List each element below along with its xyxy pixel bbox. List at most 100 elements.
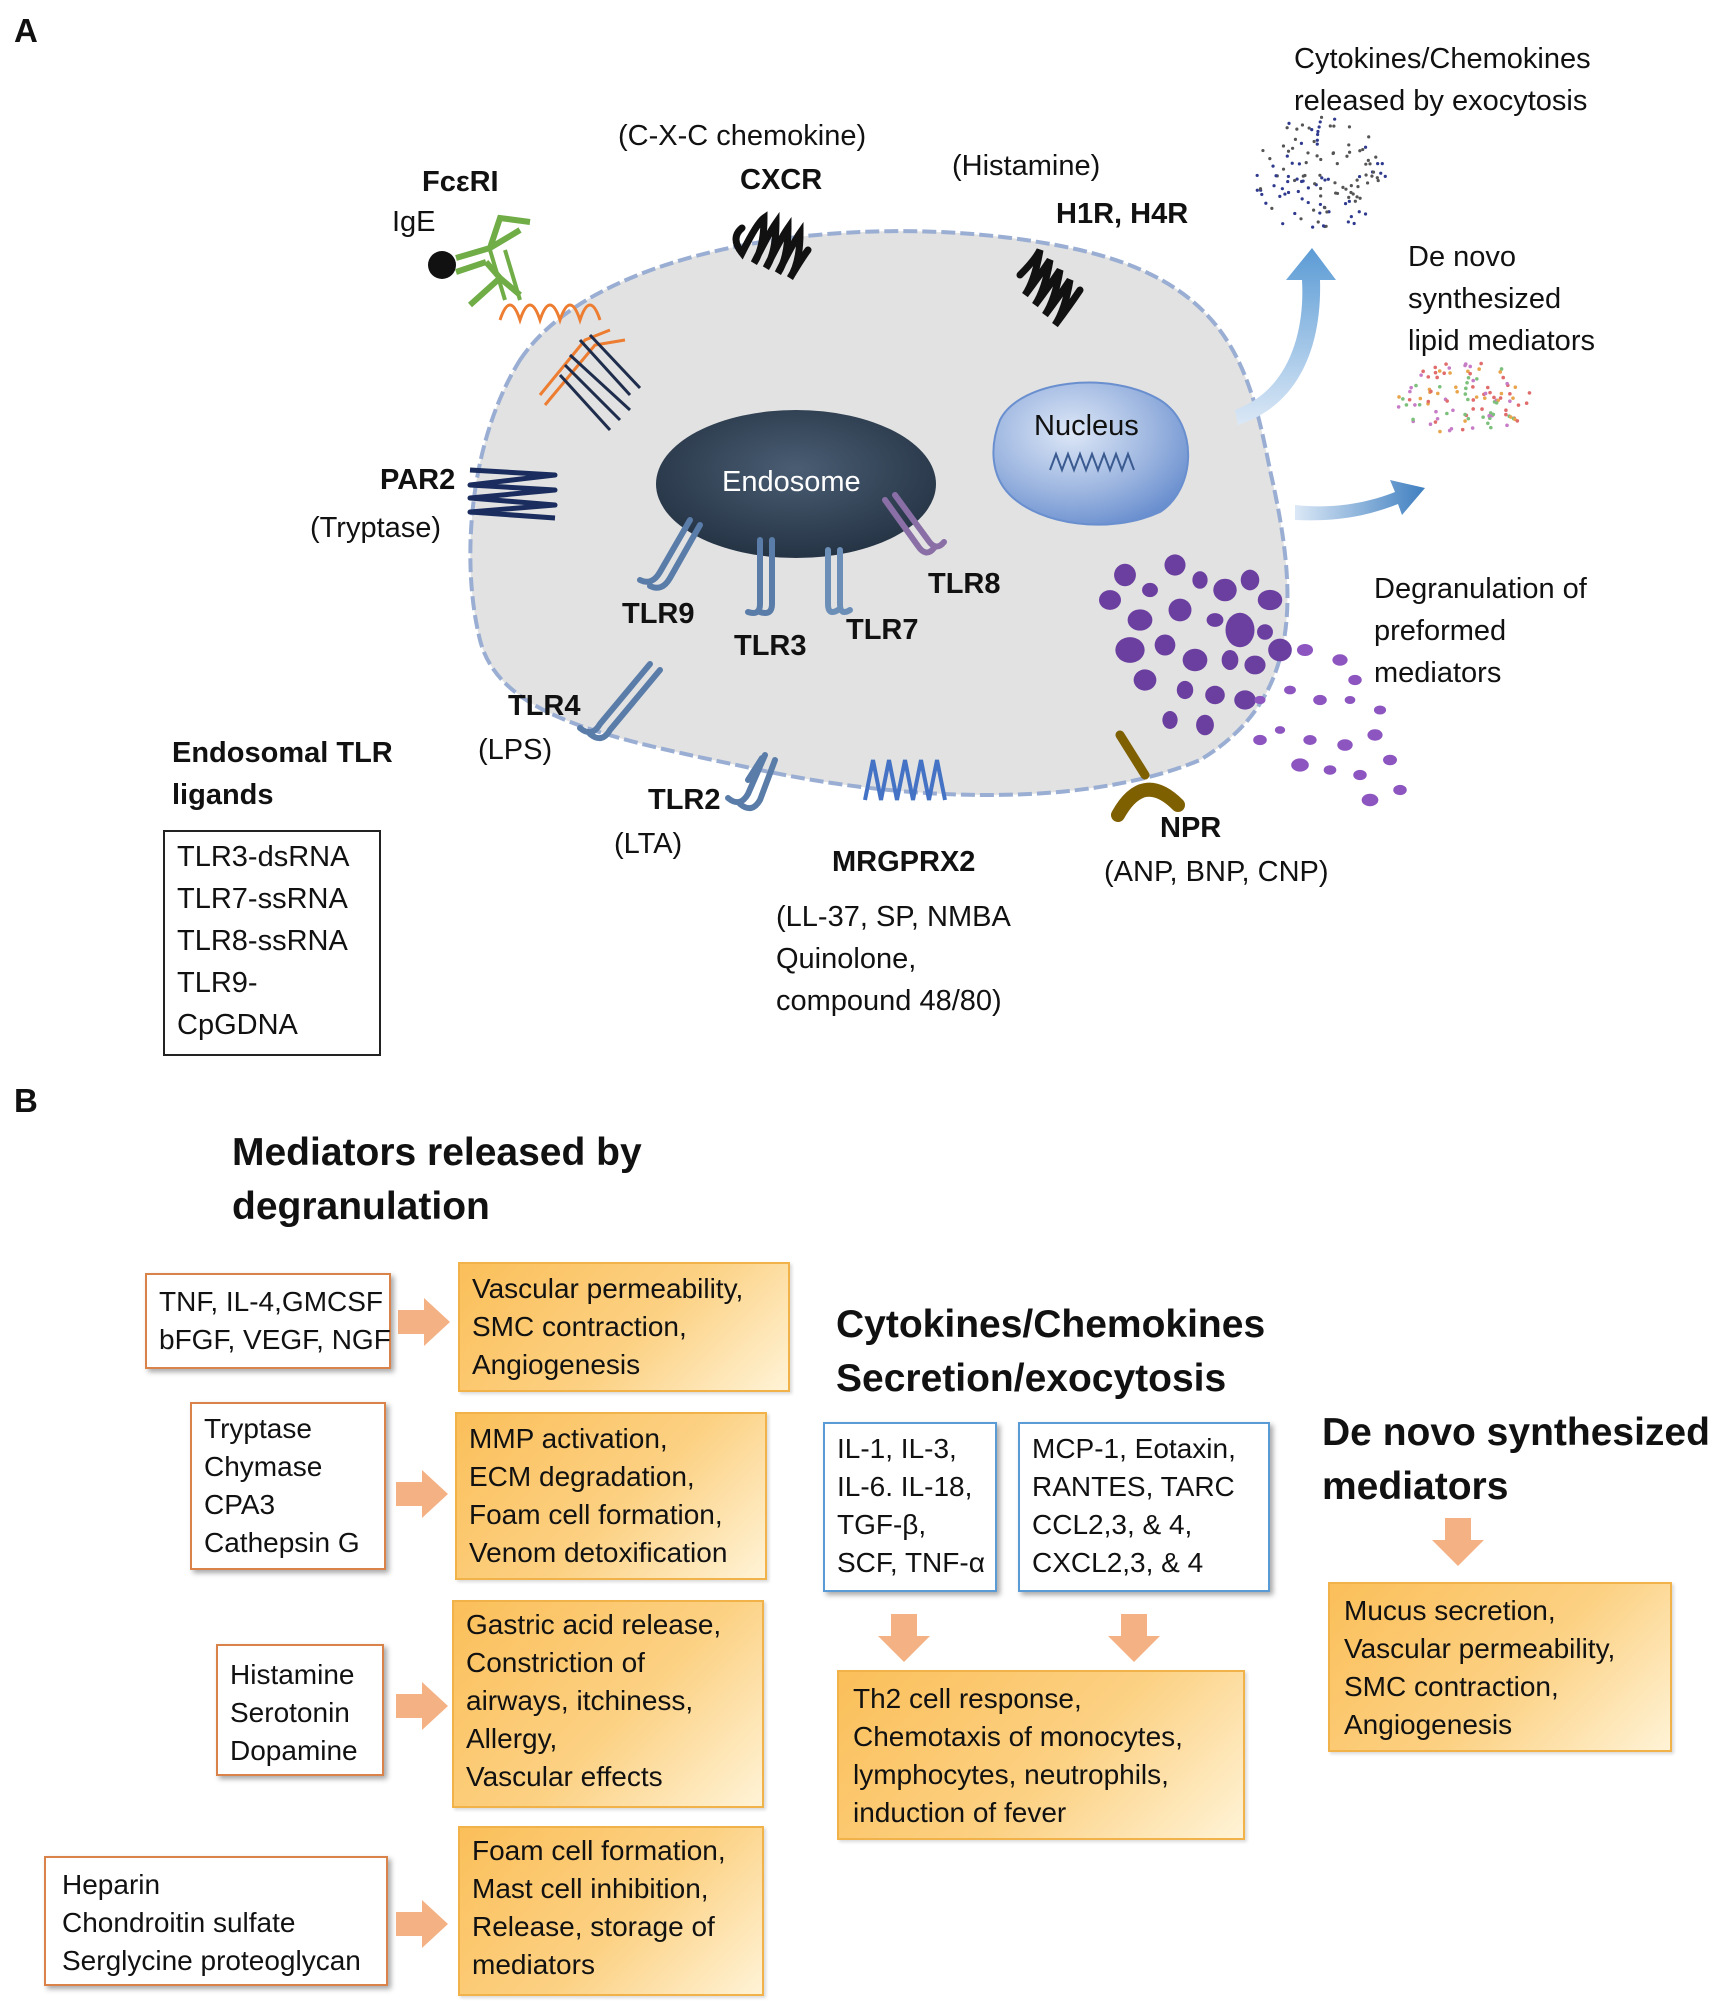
tlr8-hook — [882, 492, 947, 556]
lipid-dot — [1505, 423, 1509, 428]
cytokine-dot — [1287, 121, 1291, 125]
cytokine-dot — [1281, 167, 1286, 171]
lipid-dot — [1499, 367, 1504, 371]
granule — [1168, 598, 1192, 622]
lipid-dot — [1417, 403, 1422, 407]
granule — [1337, 739, 1353, 751]
cytokine-dot — [1331, 151, 1336, 155]
granule — [1274, 726, 1286, 734]
lipid-dot — [1471, 407, 1475, 411]
granule — [1348, 674, 1362, 686]
lipid-dot — [1508, 399, 1512, 403]
cytokine-dot — [1318, 186, 1323, 191]
cytokine-dot — [1353, 199, 1357, 203]
granule — [1162, 711, 1178, 729]
cytokine-dot — [1300, 197, 1304, 201]
cytokine-dot — [1326, 177, 1330, 181]
cytokine-dot — [1347, 125, 1352, 129]
lipid-dot — [1488, 390, 1492, 395]
cytokine-dot — [1361, 147, 1365, 152]
cytokine-dot — [1367, 135, 1371, 139]
lipid-dot — [1499, 391, 1504, 396]
granule — [1296, 643, 1314, 657]
cytokine-dot — [1293, 211, 1297, 216]
down-arrow — [1432, 1518, 1484, 1566]
cytokine-dot — [1306, 186, 1310, 190]
npr-label: NPR — [1160, 812, 1222, 844]
cxcr-label: CXCR — [740, 164, 823, 196]
fceri-label: FcεRI — [422, 166, 499, 198]
lipid-dot — [1451, 408, 1455, 413]
lipid-dot — [1407, 397, 1412, 402]
cytokine-dot — [1355, 178, 1359, 182]
cytokine-dot — [1306, 200, 1310, 205]
lipid-dot — [1471, 385, 1475, 389]
cytokine-dot — [1281, 222, 1285, 226]
lipid-dot — [1435, 416, 1440, 421]
panel-b-label: B — [14, 1082, 38, 1119]
cytokine-dot — [1280, 187, 1284, 191]
cytokine-dot — [1375, 176, 1379, 180]
lipid-dot — [1445, 399, 1449, 403]
lipid-dot — [1435, 375, 1439, 380]
granule — [1221, 650, 1239, 670]
cytokine-dot — [1301, 174, 1305, 178]
tlr2-hook — [725, 752, 778, 812]
lipid-dot — [1464, 386, 1468, 391]
cytokine-dot — [1286, 179, 1290, 184]
cytokine-dot — [1278, 194, 1282, 198]
granule — [1303, 735, 1317, 745]
cytokine-dot — [1300, 123, 1305, 127]
cytokine-dot — [1320, 176, 1324, 180]
lipid-dot — [1434, 409, 1438, 414]
nucleus — [992, 381, 1190, 526]
ligand-item: TLR3-dsRNA — [177, 841, 350, 873]
granule — [1114, 563, 1136, 587]
lipid-dot — [1491, 412, 1496, 417]
lipid-dot — [1418, 396, 1423, 401]
lipid-dot — [1475, 377, 1479, 381]
lipid-dot — [1516, 403, 1521, 407]
effect-box-mucus: Mucus secretion, Vascular permeability, … — [1328, 1582, 1672, 1752]
cytokine-dot — [1347, 143, 1351, 147]
tlr4-ligand: (LPS) — [478, 734, 553, 766]
right-arrow — [396, 1682, 448, 1730]
lipid-dot — [1428, 422, 1433, 426]
lipid-dot — [1463, 392, 1468, 396]
lipid-dot — [1445, 411, 1449, 416]
par2-ligand: (Tryptase) — [310, 512, 442, 544]
cytokine-dot — [1313, 182, 1317, 186]
ligand-item: CpGDNA — [177, 1009, 298, 1041]
endosomal-ligands-title: Endosomal TLR ligands — [172, 737, 393, 811]
cytokine-dot — [1318, 120, 1322, 124]
lipid-dot — [1438, 429, 1442, 434]
lipid-dot — [1471, 398, 1476, 402]
cytokine-dot — [1333, 181, 1337, 185]
tlr3-hook — [745, 537, 775, 616]
cytokine-dot — [1270, 206, 1274, 210]
cytokine-dot — [1315, 142, 1319, 146]
exocytosis-label: Cytokines/Chemokines released by exocyto… — [1294, 43, 1591, 117]
cytokine-dot — [1374, 155, 1378, 159]
lipid-dot — [1411, 417, 1415, 422]
lipid-dot — [1421, 369, 1425, 374]
cytokine-dot — [1255, 188, 1259, 192]
cytokine-dot — [1356, 185, 1360, 189]
cytokine-dot — [1285, 154, 1289, 158]
ligand-item: TLR7-ssRNA — [177, 883, 348, 915]
cytokine-dot — [1301, 179, 1305, 183]
granule — [1332, 654, 1348, 666]
lipid-dot — [1448, 371, 1452, 375]
granule — [1254, 695, 1266, 705]
cytokine-dot — [1321, 224, 1326, 228]
lipid-dot — [1433, 370, 1438, 375]
cytokine-dot — [1335, 162, 1339, 166]
cytokine-dot — [1261, 148, 1265, 153]
lipid-dot — [1408, 389, 1412, 394]
cytokine-dot — [1286, 174, 1290, 179]
cytokine-dot — [1316, 132, 1320, 137]
cytokine-dot — [1324, 224, 1328, 228]
cytokine-dot — [1312, 139, 1316, 144]
granule — [1353, 769, 1367, 781]
right-arrow — [396, 1900, 448, 1948]
